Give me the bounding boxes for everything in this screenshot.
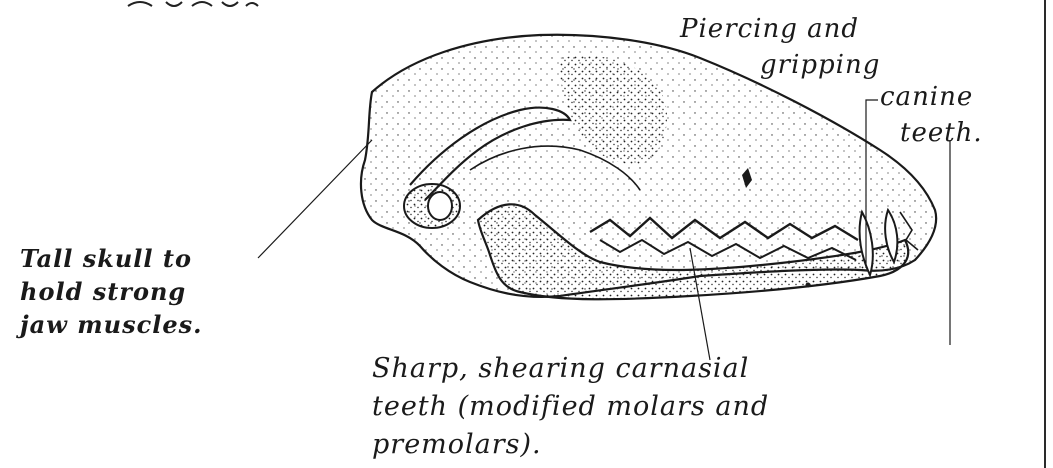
label-line: jaw muscles. — [20, 308, 202, 341]
label-line: hold strong — [20, 275, 202, 308]
label-line: premolars). — [372, 426, 769, 464]
label-carnassial: Sharp, shearing carnasial teeth (modifie… — [372, 350, 769, 464]
label-line: Piercing and — [680, 14, 859, 44]
pointer-skull — [258, 140, 372, 258]
label-line: gripping — [760, 50, 880, 80]
label-line: Tall skull to — [20, 242, 202, 275]
label-tall-skull: Tall skull to hold strong jaw muscles. — [20, 242, 202, 341]
top-text-fragment — [128, 2, 258, 6]
label-line: canine — [880, 82, 973, 112]
label-line: teeth. — [900, 118, 983, 148]
label-line: Sharp, shearing carnasial — [372, 350, 769, 388]
label-line: teeth (modified molars and — [372, 388, 769, 426]
